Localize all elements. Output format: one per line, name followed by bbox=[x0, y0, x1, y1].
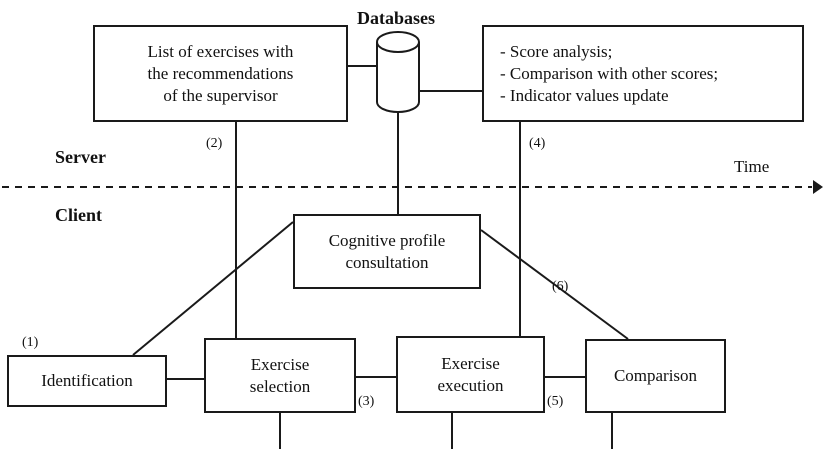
exercise-selection-line: selection bbox=[249, 376, 311, 396]
step-number-2: (2) bbox=[206, 136, 223, 151]
exercise-list-box: List of exercises with the recommendatio… bbox=[93, 25, 348, 122]
score-task-item: - Score analysis; bbox=[500, 41, 613, 61]
identification-box: Identification bbox=[7, 355, 167, 407]
exercise-selection-box: Exercise selection bbox=[204, 338, 356, 413]
server-label: Server bbox=[55, 147, 106, 167]
cognitive-profile-box: Cognitive profile consultation bbox=[293, 214, 481, 289]
cognitive-profile-line: consultation bbox=[345, 252, 429, 272]
step-number-5: (5) bbox=[547, 394, 564, 409]
cognitive-profile-line: Cognitive profile bbox=[328, 230, 446, 250]
step-number-3: (3) bbox=[358, 394, 375, 409]
time-arrowhead bbox=[813, 180, 823, 194]
exercise-execution-line: execution bbox=[437, 375, 504, 395]
comparison-box: Comparison bbox=[585, 339, 726, 413]
exercise-execution-box: Exercise execution bbox=[396, 336, 545, 413]
score-task-item: - Indicator values update bbox=[500, 85, 669, 105]
exercise-selection-line: Exercise bbox=[250, 354, 310, 374]
database-icon bbox=[376, 31, 420, 113]
time-label: Time bbox=[734, 157, 770, 176]
step-number-6: (6) bbox=[552, 279, 569, 294]
comparison-label: Comparison bbox=[613, 366, 698, 385]
databases-label: Databases bbox=[357, 8, 436, 28]
exercise-execution-line: Exercise bbox=[441, 353, 500, 373]
identification-label: Identification bbox=[41, 371, 133, 390]
connector-profile-identification bbox=[132, 221, 294, 356]
client-label: Client bbox=[55, 205, 102, 225]
score-task-item: - Comparison with other scores; bbox=[500, 63, 719, 83]
connector-profile-comparison bbox=[480, 229, 629, 340]
exercise-list-line: List of exercises with bbox=[147, 41, 294, 61]
step-number-1: (1) bbox=[22, 335, 39, 350]
exercise-list-line: the recommendations bbox=[147, 63, 294, 83]
step-number-4: (4) bbox=[529, 136, 546, 151]
score-tasks-box: - Score analysis; - Comparison with othe… bbox=[482, 25, 804, 122]
exercise-list-line: of the supervisor bbox=[163, 85, 278, 105]
